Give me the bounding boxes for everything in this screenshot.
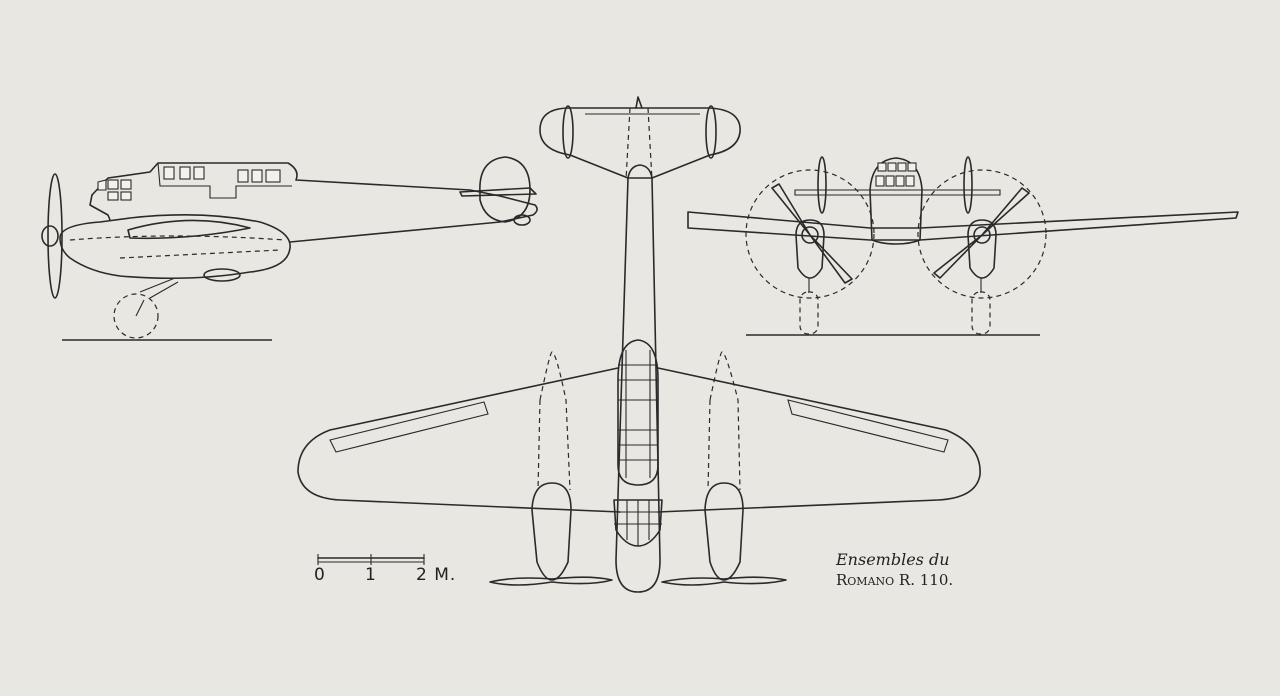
side-landing-gear [113,268,241,339]
top-propeller-right [661,576,787,586]
side-tail-fin [479,156,531,223]
top-wing-left [297,367,621,513]
top-wing-right [657,367,981,513]
top-tail-dash [625,107,653,181]
top-propeller-left [489,576,613,586]
side-windows [97,166,281,201]
front-propeller-right [933,187,1030,279]
front-prop-disc-right [917,169,1047,299]
scale-label-zero: 0 [314,565,326,585]
side-spinner [41,225,59,247]
front-spinner-right [973,226,991,244]
front-engine-right [967,219,997,279]
top-fin-right [705,105,717,159]
top-tail-cone [635,96,643,109]
side-view [41,156,538,341]
side-nacelle-dash-2 [119,249,281,259]
front-tailplane [794,189,1001,196]
top-fin-left [562,105,574,159]
top-cabin-glazing [617,339,659,486]
front-windows [875,162,917,187]
caption: Ensembles du Romano R. 110. [836,550,953,589]
front-spinner-left [801,226,819,244]
top-nacelle-left-dash-2 [537,399,541,491]
top-nacelle-right [704,482,744,581]
side-tail-wheel [513,214,531,226]
side-propeller [47,173,63,299]
top-aileron-right [787,399,949,453]
front-view [687,156,1239,336]
top-cabin-windows [618,350,658,478]
front-propeller-left [771,183,853,284]
front-engine-left [795,219,825,279]
side-nose [89,194,111,221]
side-nacelle-intake [127,219,251,240]
caption-line-2: Romano R. 110. [836,571,954,589]
top-nacelle-right-dash-2 [707,399,711,491]
front-wing [687,211,1239,241]
top-nacelle-right-dash [709,351,741,491]
side-fuselage [91,162,538,243]
top-nacelle-left [531,482,572,581]
side-tailplane [459,187,537,197]
front-fin-left [817,156,827,214]
caption-line-1: Ensembles du [836,550,950,569]
top-aileron-left [329,401,489,453]
scale-bar [317,554,425,565]
top-fuselage [615,164,661,593]
side-nacelle-dash [69,235,286,241]
top-tailplane [539,107,741,179]
front-fin-right [963,156,973,214]
top-view [297,96,981,593]
side-canopy-frame [157,162,292,199]
side-engine-nacelle [59,214,291,280]
scale-label-two-meters: 2 M. [416,565,457,585]
scale-label-one: 1 [365,565,377,585]
top-nacelle-left-dash [539,351,571,491]
front-prop-disc-left [745,169,875,299]
top-nose-windows [614,500,662,546]
